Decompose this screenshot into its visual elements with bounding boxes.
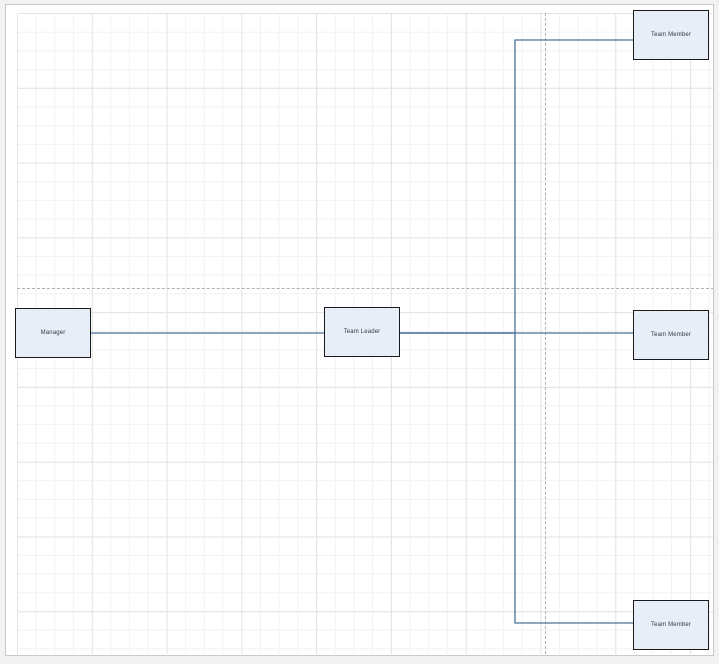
node-team-leader-label: Team Leader <box>343 329 381 335</box>
connector-layer <box>91 39 633 624</box>
node-manager[interactable]: Manager <box>15 308 91 358</box>
node-team-member-bottom[interactable]: Team Member <box>633 600 709 650</box>
node-team-member-bottom-label: Team Member <box>651 622 691 628</box>
node-team-member-top-label: Team Member <box>651 32 691 38</box>
node-team-member-top[interactable]: Team Member <box>633 10 709 60</box>
node-manager-label: Manager <box>40 330 66 336</box>
diagram-canvas[interactable]: Manager Team Leader Team Member Team Mem… <box>5 4 714 656</box>
connector-team-leader-to-member-top[interactable] <box>400 39 633 334</box>
node-team-member-middle-label: Team Member <box>651 332 691 338</box>
node-team-leader[interactable]: Team Leader <box>324 307 400 357</box>
node-team-member-middle[interactable]: Team Member <box>633 310 709 360</box>
connector-team-leader-to-member-bottom[interactable] <box>400 332 633 624</box>
